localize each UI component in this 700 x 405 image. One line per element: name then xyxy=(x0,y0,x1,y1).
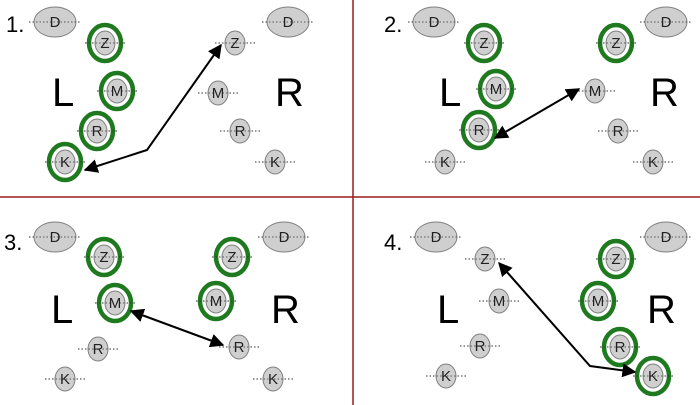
node-label: K xyxy=(441,368,451,385)
node-label: R xyxy=(615,339,626,356)
node-left-k xyxy=(54,149,76,175)
node-label: D xyxy=(429,14,440,31)
connection-arrow xyxy=(129,308,225,348)
right-label: R xyxy=(275,71,304,115)
node-right-r xyxy=(228,334,250,360)
node-label: M xyxy=(111,83,124,100)
node-right-k xyxy=(642,363,664,389)
panel-number: 3. xyxy=(4,230,22,255)
panel-1: 1. L R D Z M R K D Z M R K xyxy=(6,6,314,183)
node-label: R xyxy=(475,338,486,355)
node-label: Z xyxy=(479,35,488,52)
node-label: D xyxy=(279,229,290,246)
node-left-r xyxy=(469,333,491,359)
connection-arrow xyxy=(498,261,637,378)
panel-number: 2. xyxy=(384,12,402,37)
node-left-z xyxy=(93,244,115,270)
node-label: R xyxy=(474,122,485,139)
node-left-k xyxy=(435,363,457,389)
node-label: K xyxy=(60,371,70,388)
node-label: D xyxy=(50,229,61,246)
node-right-r xyxy=(607,118,629,144)
left-label: L xyxy=(437,288,459,332)
node-label: R xyxy=(234,339,245,356)
node-left-r xyxy=(87,336,109,362)
node-label: K xyxy=(440,154,450,171)
node-right-z xyxy=(605,30,627,56)
node-label: M xyxy=(493,293,506,310)
panel-number: 4. xyxy=(384,230,402,255)
node-label: Z xyxy=(480,251,489,268)
node-label: R xyxy=(92,123,103,140)
node-right-z xyxy=(224,30,246,56)
node-left-k xyxy=(54,366,76,392)
right-label: R xyxy=(650,71,679,115)
node-left-k xyxy=(434,149,456,175)
node-label: M xyxy=(592,293,605,310)
connection-arrow xyxy=(493,88,581,139)
node-label: R xyxy=(613,123,624,140)
right-label: R xyxy=(271,288,300,332)
panel-number: 1. xyxy=(6,12,24,37)
node-label: D xyxy=(661,14,672,31)
node-label: K xyxy=(648,154,658,171)
right-label: R xyxy=(647,288,676,332)
node-left-m xyxy=(104,290,126,316)
node-label: Z xyxy=(611,251,620,268)
node-label: M xyxy=(109,295,122,312)
node-label: M xyxy=(212,85,225,102)
node-label: M xyxy=(589,83,602,100)
node-right-z xyxy=(221,244,243,270)
panel-3: 3. L R D Z M R K D Z M R K xyxy=(4,221,310,392)
node-label: Z xyxy=(230,35,239,52)
node-left-z xyxy=(473,30,495,56)
node-right-m xyxy=(584,78,606,104)
node-label: R xyxy=(235,123,246,140)
node-label: Z xyxy=(611,35,620,52)
node-label: D xyxy=(50,14,61,31)
node-right-k xyxy=(262,366,284,392)
node-right-k xyxy=(264,149,286,175)
node-label: K xyxy=(270,154,280,171)
node-label: K xyxy=(648,368,658,385)
node-right-r xyxy=(229,118,251,144)
node-label: D xyxy=(431,229,442,246)
node-label: Z xyxy=(227,249,236,266)
node-label: D xyxy=(661,229,672,246)
node-label: M xyxy=(490,81,503,98)
node-right-k xyxy=(642,149,664,175)
left-label: L xyxy=(439,71,461,115)
connection-arrow xyxy=(83,43,222,173)
left-label: L xyxy=(51,288,73,332)
left-label: L xyxy=(52,71,74,115)
node-left-r xyxy=(468,117,490,143)
node-label: D xyxy=(283,14,294,31)
node-left-z xyxy=(474,246,496,272)
node-label: R xyxy=(93,341,104,358)
node-label: M xyxy=(210,293,223,310)
node-label: Z xyxy=(99,249,108,266)
node-label: Z xyxy=(100,35,109,52)
node-label: K xyxy=(60,154,70,171)
node-label: K xyxy=(268,371,278,388)
